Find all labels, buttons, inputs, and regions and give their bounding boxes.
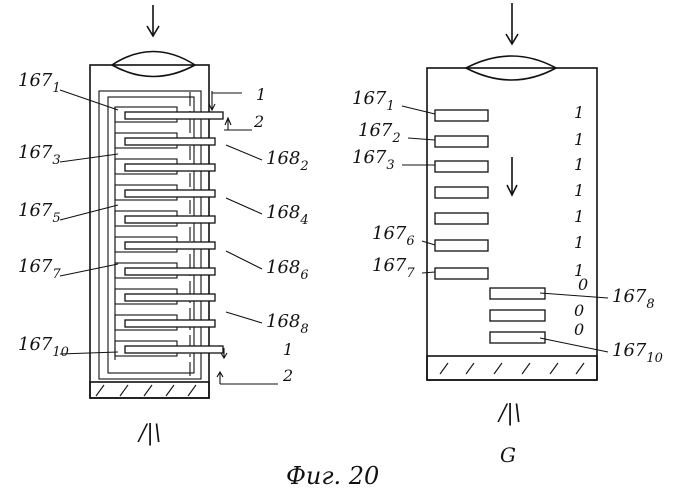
right-bit-value: 1 — [574, 130, 584, 149]
right-plate-upper — [435, 110, 488, 121]
figure-caption: Фиг. 20 — [286, 462, 379, 490]
right-plate-stack — [435, 110, 545, 343]
left-leader-line — [60, 154, 118, 162]
left-leader-line — [60, 205, 118, 220]
left-lens — [112, 52, 195, 77]
right-label-167-2: 1672 — [358, 120, 401, 146]
left-labels-right: 1682 1684 1686 1688 — [226, 145, 309, 337]
right-bit-column: 1111111000 — [574, 103, 588, 339]
right-label-167-3: 1673 — [352, 147, 395, 173]
left-label-167-10: 16710 — [18, 334, 69, 360]
right-label-167-6: 1676 — [372, 223, 415, 249]
right-plate-lower — [490, 310, 545, 321]
left-label-167-7: 1677 — [18, 256, 61, 282]
right-bottom-symbol: /|\ — [497, 401, 521, 426]
right-label-167-8: 1678 — [612, 286, 655, 312]
left-leader-line — [60, 264, 118, 276]
left-plate — [125, 320, 215, 327]
left-label-168-4: 1684 — [266, 202, 309, 228]
left-leader-line — [226, 312, 262, 323]
right-bottom-label: G — [500, 443, 516, 467]
left-bottom-symbol: /|\ — [137, 421, 161, 446]
left-leader-line — [226, 251, 262, 269]
left-label-167-3: 1673 — [18, 142, 61, 168]
right-bit-value: 1 — [574, 181, 584, 200]
right-leader-line — [422, 241, 435, 245]
right-device: /|\ G 1671 16721673 1676 1677 1678 16710 1 1 1… — [352, 3, 663, 467]
right-bit-value: 1 — [574, 103, 584, 122]
left-label-168-8: 1688 — [266, 311, 309, 337]
left-inflow-arrow — [147, 5, 159, 36]
left-labels-left: 1671 1673 1675 1677 16710 — [18, 70, 118, 360]
left-label-167-5: 1675 — [18, 200, 61, 226]
right-plate-upper — [435, 161, 488, 172]
right-bottom-window — [427, 356, 597, 380]
left-top-marker — [209, 91, 252, 130]
left-label-168-2: 1682 — [266, 148, 309, 174]
right-leader-line — [422, 272, 435, 273]
left-inner-frame — [99, 91, 201, 379]
right-plate-lower — [490, 332, 545, 343]
left-leader-line — [226, 198, 262, 214]
left-bottom-window — [90, 382, 209, 398]
left-plate — [125, 346, 223, 353]
right-bit-value: 0 — [574, 320, 584, 339]
right-plate-upper — [435, 136, 488, 147]
right-plate-upper — [435, 213, 488, 224]
left-marker-1-top: 1 — [256, 85, 266, 104]
right-label-167-1: 1671 — [352, 88, 395, 114]
right-labels-right: 1678 16710 — [540, 286, 663, 366]
right-bit-value: 1 — [574, 233, 584, 252]
right-inflow-arrow — [506, 3, 518, 44]
right-plate-upper — [435, 240, 488, 251]
left-plate — [125, 294, 215, 301]
right-label-167-7: 1677 — [372, 255, 415, 281]
right-plate-upper — [435, 268, 488, 279]
left-plate — [125, 112, 223, 119]
left-label-167-1: 1671 — [18, 70, 61, 96]
right-bit-value: 0 — [578, 275, 588, 294]
right-leader-line — [402, 106, 435, 114]
right-bit-value: 1 — [574, 155, 584, 174]
left-bottom-marker — [217, 348, 278, 384]
right-leader-line — [408, 138, 435, 140]
left-plate — [125, 268, 215, 275]
left-label-168-6: 1686 — [266, 257, 309, 283]
right-bit-value: 1 — [574, 207, 584, 226]
left-leader-line — [60, 90, 118, 110]
left-device: /|\ 167116731675167716710 16821684168616… — [18, 5, 309, 446]
left-plate — [125, 190, 215, 197]
right-plate-lower — [490, 288, 545, 299]
left-plate — [125, 216, 215, 223]
right-inner-arrow — [507, 157, 517, 195]
right-label-167-10: 16710 — [612, 340, 663, 366]
left-plate — [125, 138, 215, 145]
right-bit-value: 0 — [574, 301, 584, 320]
left-plate — [125, 242, 215, 249]
left-marker-2-bottom: 2 — [282, 366, 293, 385]
left-marker-1-bottom: 1 — [283, 340, 293, 359]
right-labels-left: 1671 16721673 1676 1677 — [352, 88, 435, 281]
left-marker-2-top: 2 — [253, 112, 264, 131]
left-plate — [125, 164, 215, 171]
right-plate-upper — [435, 187, 488, 198]
left-leader-line — [226, 145, 262, 160]
